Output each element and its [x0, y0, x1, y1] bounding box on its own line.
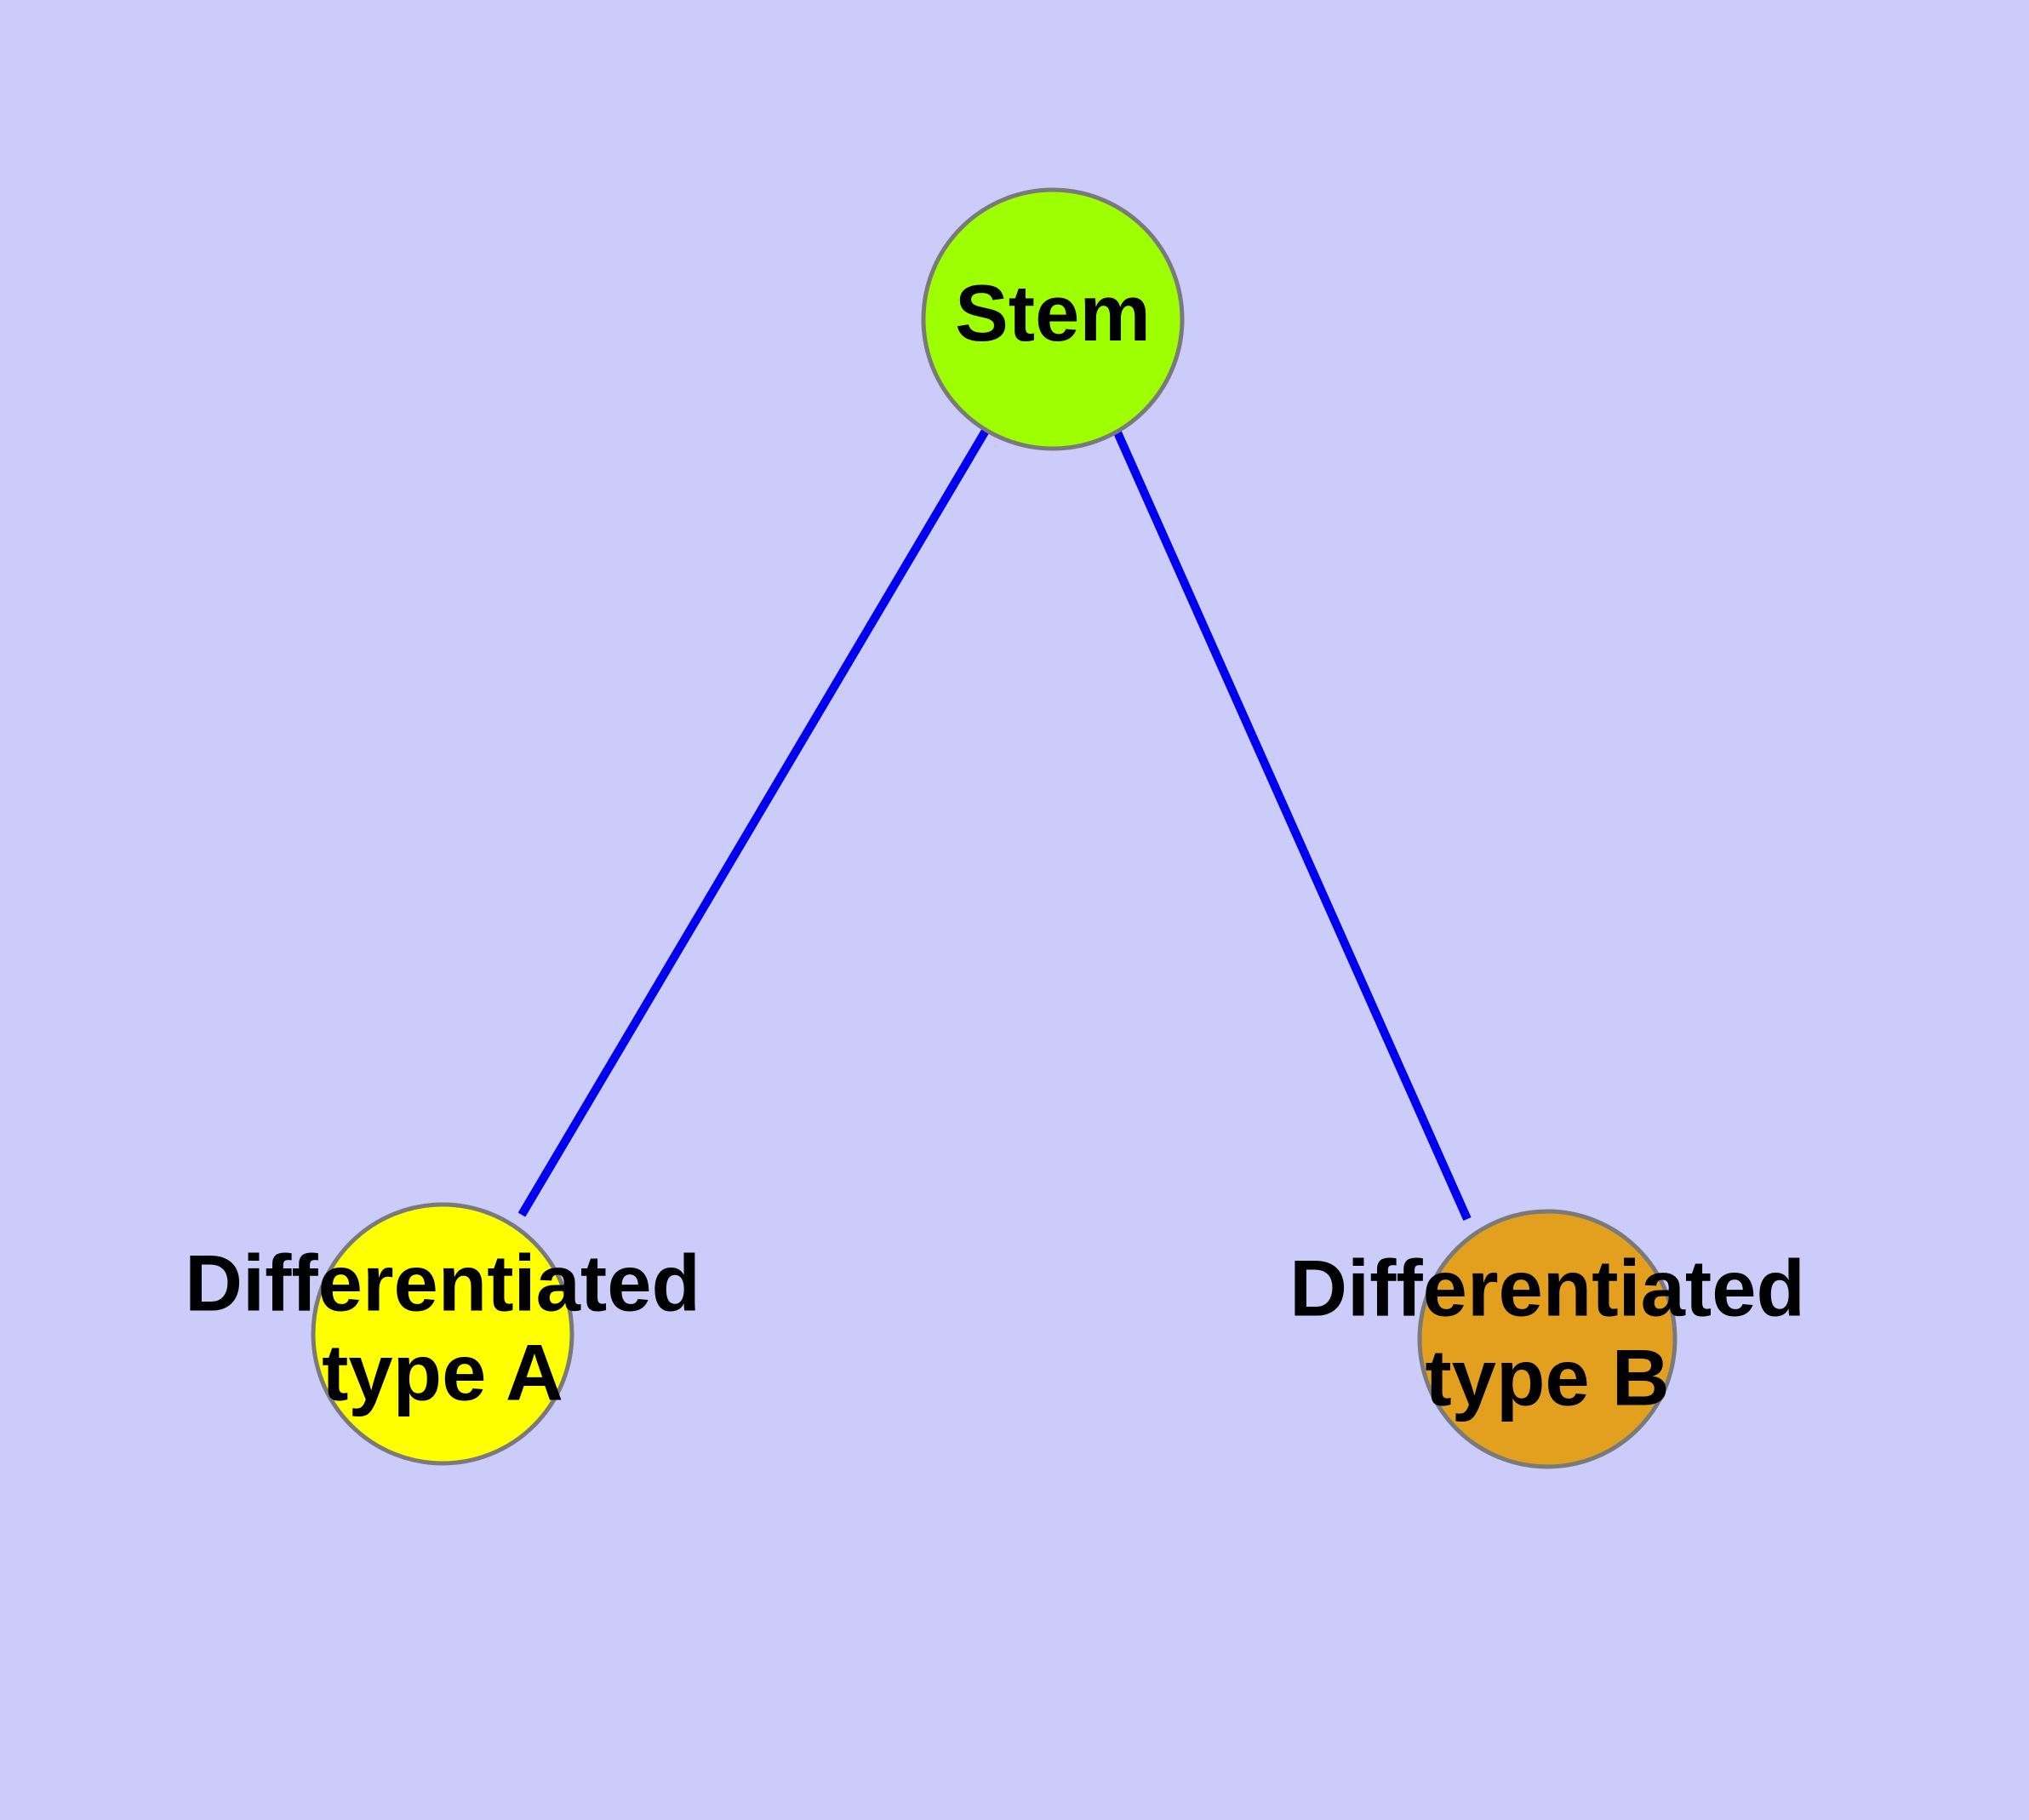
node-label-line: type B — [1425, 1332, 1669, 1422]
node-label-stem: Stem — [955, 268, 1151, 358]
node-label-line: Stem — [955, 268, 1151, 358]
node-label-line: type A — [322, 1327, 563, 1417]
node-label-line: Differentiated — [1289, 1243, 1805, 1332]
node-circle-differentiated-type-a[interactable] — [311, 1202, 574, 1466]
node-label-line: Differentiated — [185, 1238, 700, 1327]
edge-stem-to-differentiated-type-b[interactable] — [1113, 430, 1472, 1222]
edge-layer — [517, 428, 1472, 1222]
node-circle-differentiated-type-b[interactable] — [1417, 1209, 1677, 1469]
node-circle-stem[interactable] — [921, 187, 1185, 451]
node-layer — [311, 187, 1677, 1469]
edge-stem-to-differentiated-type-a[interactable] — [517, 428, 990, 1217]
